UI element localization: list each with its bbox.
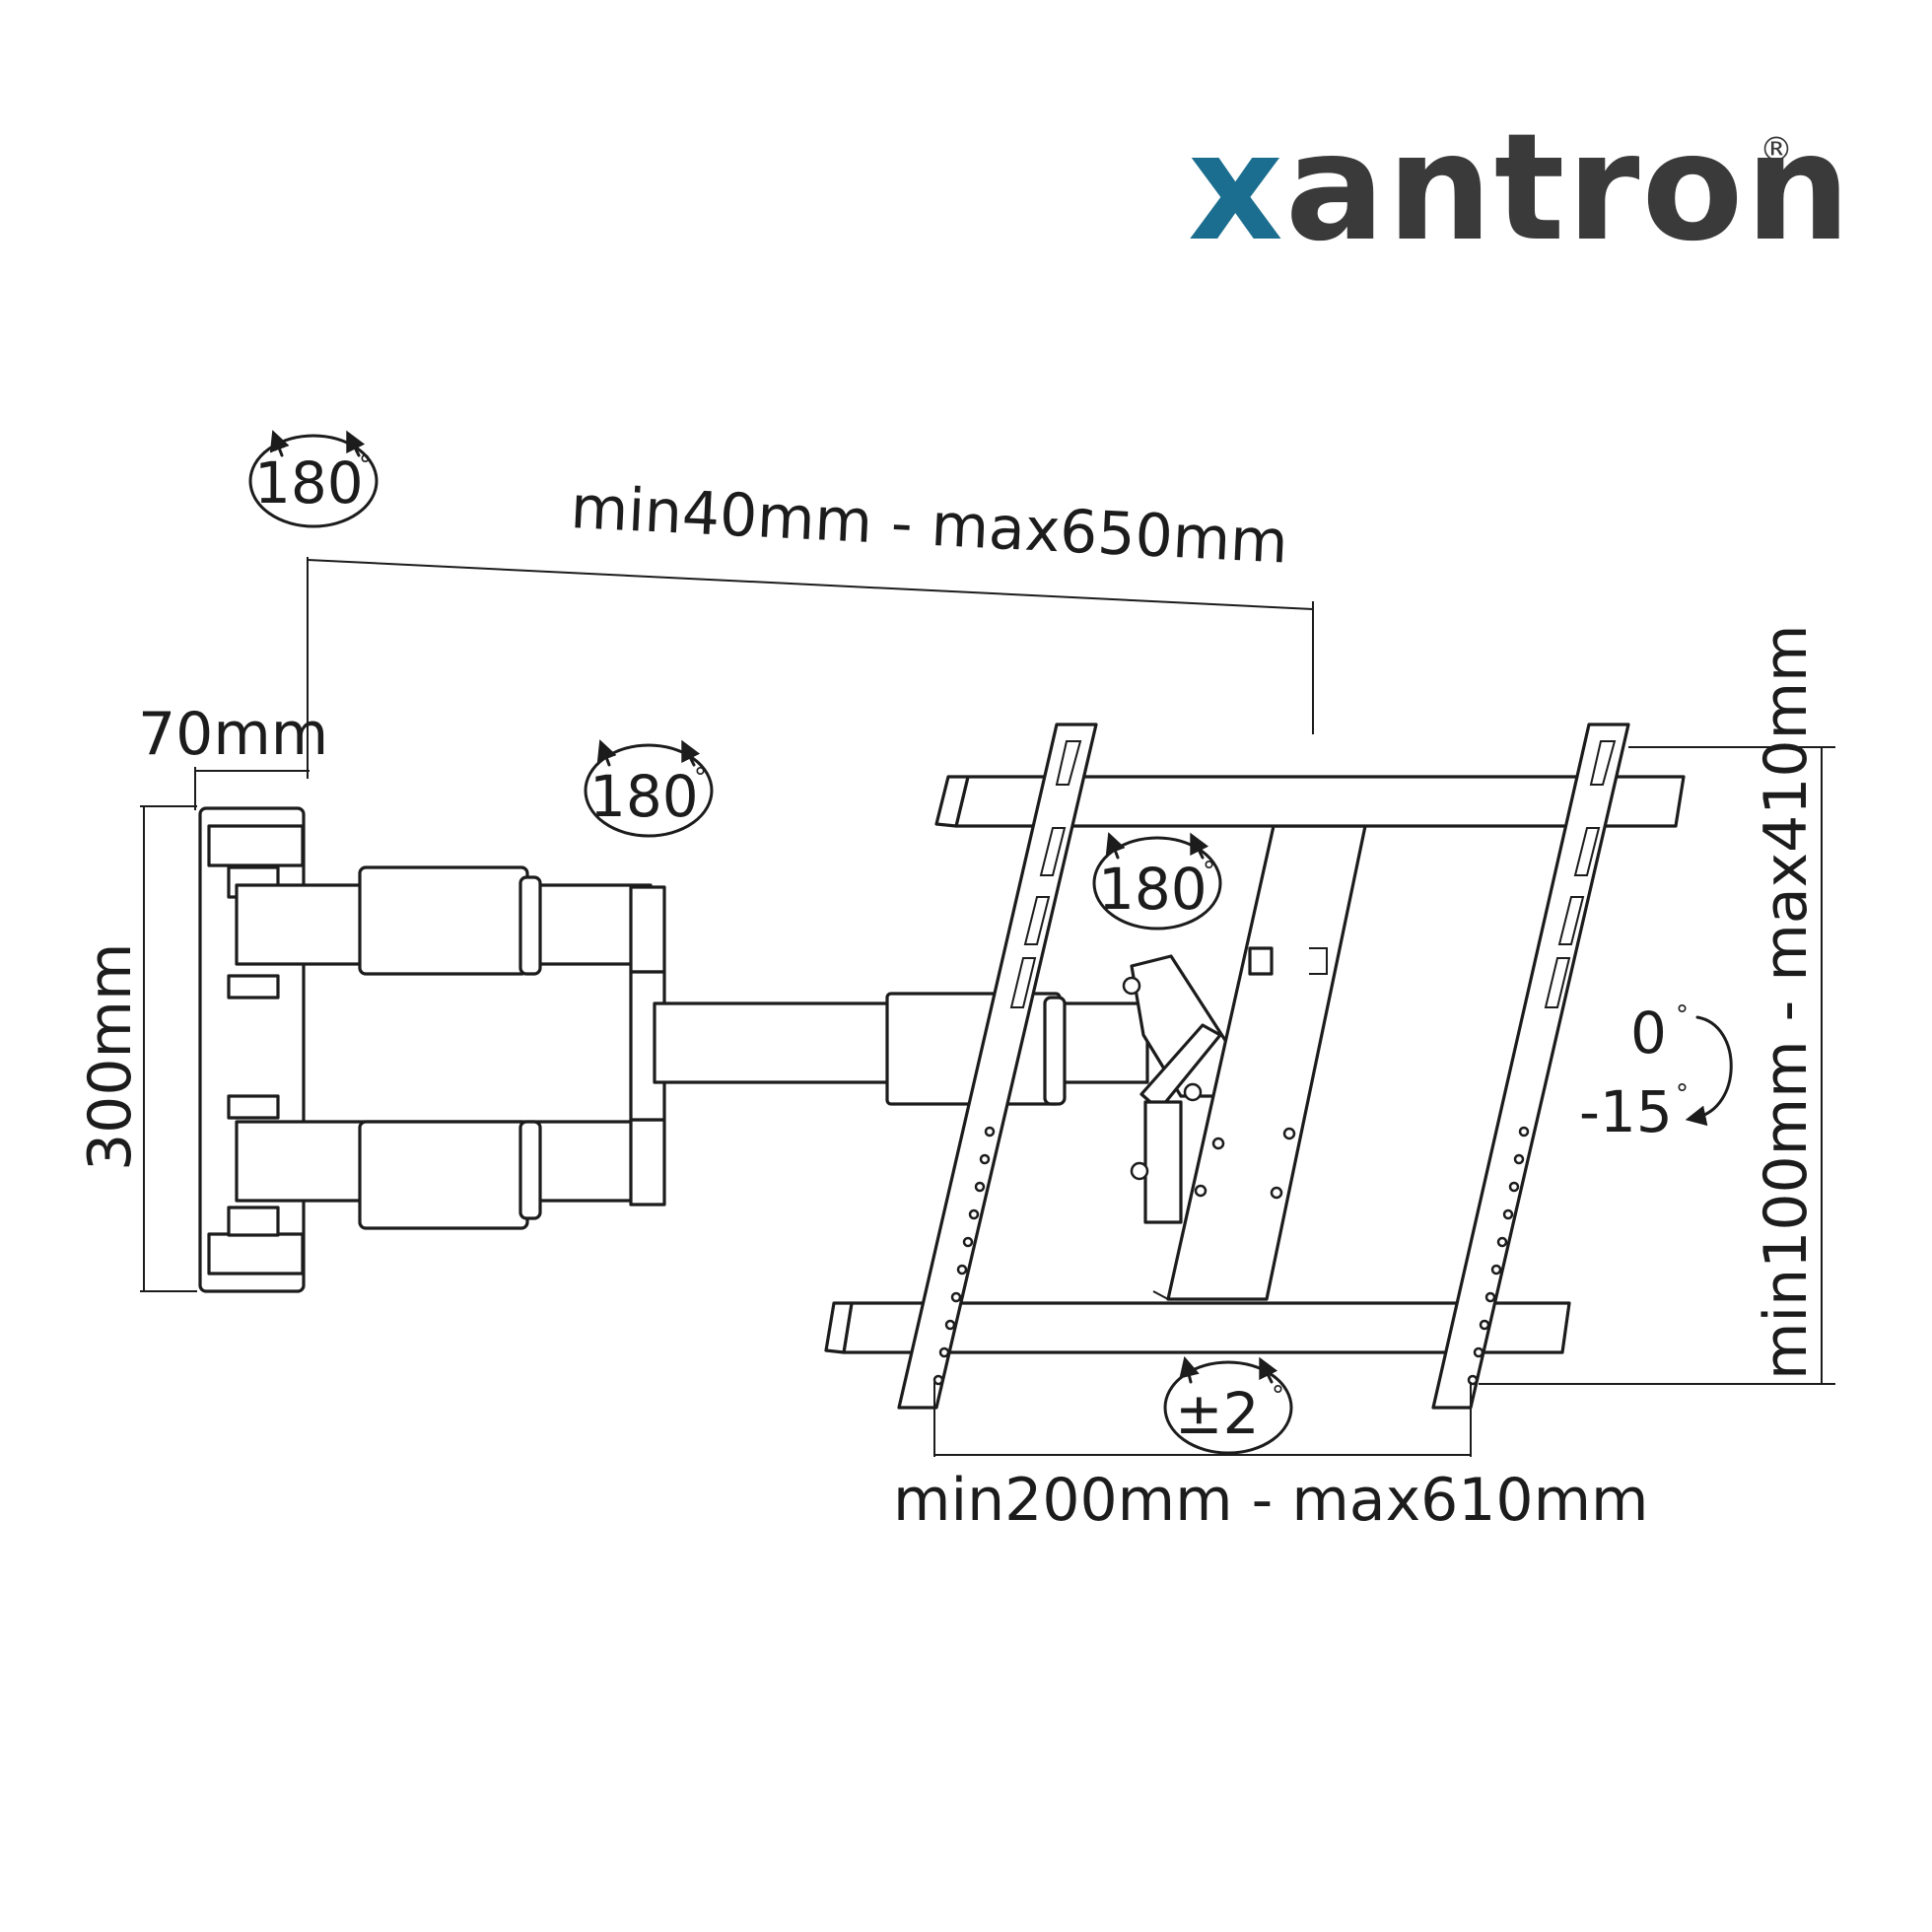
xantron-logo: xantron ® (1188, 103, 1852, 274)
rotation-arrow-icon (1105, 832, 1126, 860)
wall-plate-height-label: 300mm (76, 943, 145, 1171)
degree-symbol: ° (1676, 1079, 1689, 1109)
level-adjust-label: ±2 (1175, 1380, 1260, 1447)
head-rotation-label: 180 (1098, 856, 1208, 923)
vesa-horizontal-label: min200mm - max610mm (893, 1466, 1649, 1535)
rotation-arrow-icon (346, 430, 366, 457)
degree-symbol: ° (694, 763, 707, 793)
tilt-arrow-icon (1685, 1015, 1733, 1127)
wall-plate (198, 806, 306, 1293)
bottom-rail (824, 1301, 1571, 1354)
left-vertical-bracket (897, 723, 1098, 1410)
registered-mark: ® (1760, 130, 1793, 170)
arm-rotation-indicator: 180 ° (584, 739, 714, 838)
tilt-indicator: 0 ° -15 ° (1579, 1000, 1733, 1145)
tilt-top-label: 0 (1630, 1000, 1667, 1067)
lower-arm (235, 1118, 666, 1230)
rotation-arrow-icon (1179, 1355, 1200, 1384)
vesa-vertical-label: min100mm - max410mm (1752, 625, 1821, 1381)
rotation-arrow-icon (596, 739, 617, 767)
wall-plate-depth-label: 70mm (138, 700, 328, 769)
rotation-arrow-icon (1259, 1356, 1278, 1384)
vesa-vertical-dimension-lines (1479, 746, 1835, 1385)
extension-dimension-lines (307, 557, 1314, 779)
degree-symbol: ° (1203, 857, 1215, 886)
depth-dimension-lines (194, 767, 310, 810)
wall-rotation-indicator: 180 ° (248, 430, 379, 528)
head-rotation-indicator: 180 ° (1092, 832, 1222, 931)
logo-rest: antron (1285, 103, 1853, 274)
wall-rotation-label: 180 (254, 449, 364, 517)
degree-symbol: ° (359, 450, 372, 480)
vesa-horizontal-dimension-lines (933, 1382, 1472, 1457)
tilt-bottom-label: -15 (1579, 1078, 1673, 1145)
rotation-arrow-icon (269, 430, 290, 457)
rotation-arrow-icon (1190, 832, 1209, 860)
degree-symbol: ° (1676, 1000, 1689, 1030)
extension-range-label: min40mm - max650mm (569, 473, 1289, 577)
upper-arm (235, 865, 666, 976)
level-adjust-indicator: ±2 ° (1163, 1355, 1293, 1455)
rotation-arrow-icon (681, 739, 701, 767)
svg-text:xantron: xantron (1188, 103, 1852, 274)
arm-rotation-label: 180 (589, 763, 699, 830)
degree-symbol: ° (1272, 1381, 1284, 1411)
top-rail (934, 775, 1686, 828)
logo-accent-letter: x (1188, 103, 1285, 274)
middle-arm (653, 992, 1149, 1106)
height-dimension-lines (140, 805, 197, 1292)
tilt-mechanism (1122, 954, 1230, 1224)
